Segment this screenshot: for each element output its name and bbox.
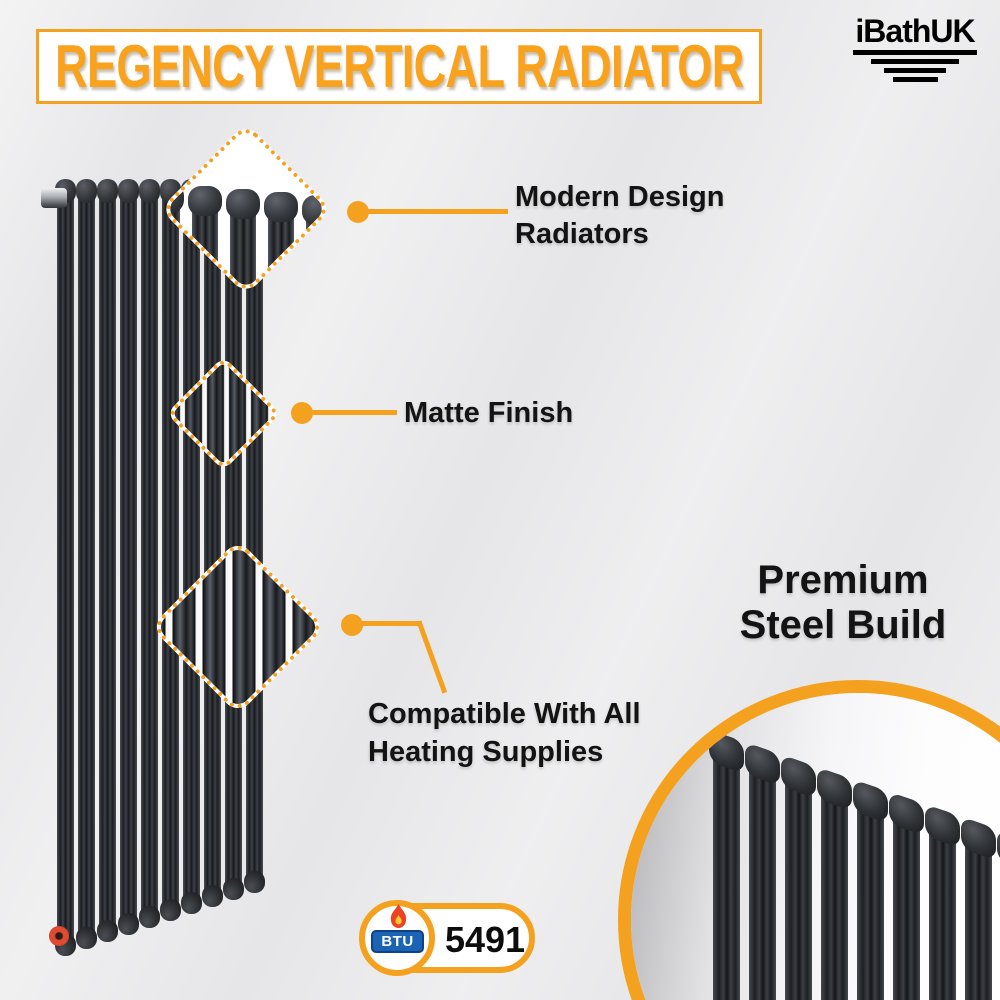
radiator-columns (55, 179, 265, 956)
leader-line (352, 621, 422, 626)
radiator-drain-plug (49, 926, 69, 946)
leader-line (302, 410, 397, 415)
title-banner: REGENCY VERTICAL RADIATOR (36, 29, 762, 104)
radiator-valve (41, 188, 67, 208)
brand-name: iBathUK (855, 13, 975, 49)
brand-logo: iBathUK (851, 14, 979, 82)
feature-heading-premium-steel: Premium Steel Build (739, 558, 947, 647)
flame-icon (390, 904, 407, 928)
brand-logo-line (892, 77, 938, 82)
radiator-photo (41, 179, 265, 956)
leader-line (358, 209, 508, 214)
btu-value: 5491 (444, 919, 526, 960)
btu-logo: BTU (371, 930, 424, 953)
callout-matte-finish: Matte Finish (404, 397, 574, 429)
detail-photo-circle (618, 680, 1000, 1000)
leader-line-elbow (416, 620, 448, 694)
page-title: REGENCY VERTICAL RADIATOR (54, 32, 744, 101)
brand-logo-line (871, 59, 959, 64)
brand-logo-line (853, 50, 977, 55)
callout-modern-design: Modern Design Radiators (515, 181, 725, 250)
callout-compatible: Compatible With All Heating Supplies (368, 698, 641, 768)
brand-logo-line (884, 68, 946, 73)
